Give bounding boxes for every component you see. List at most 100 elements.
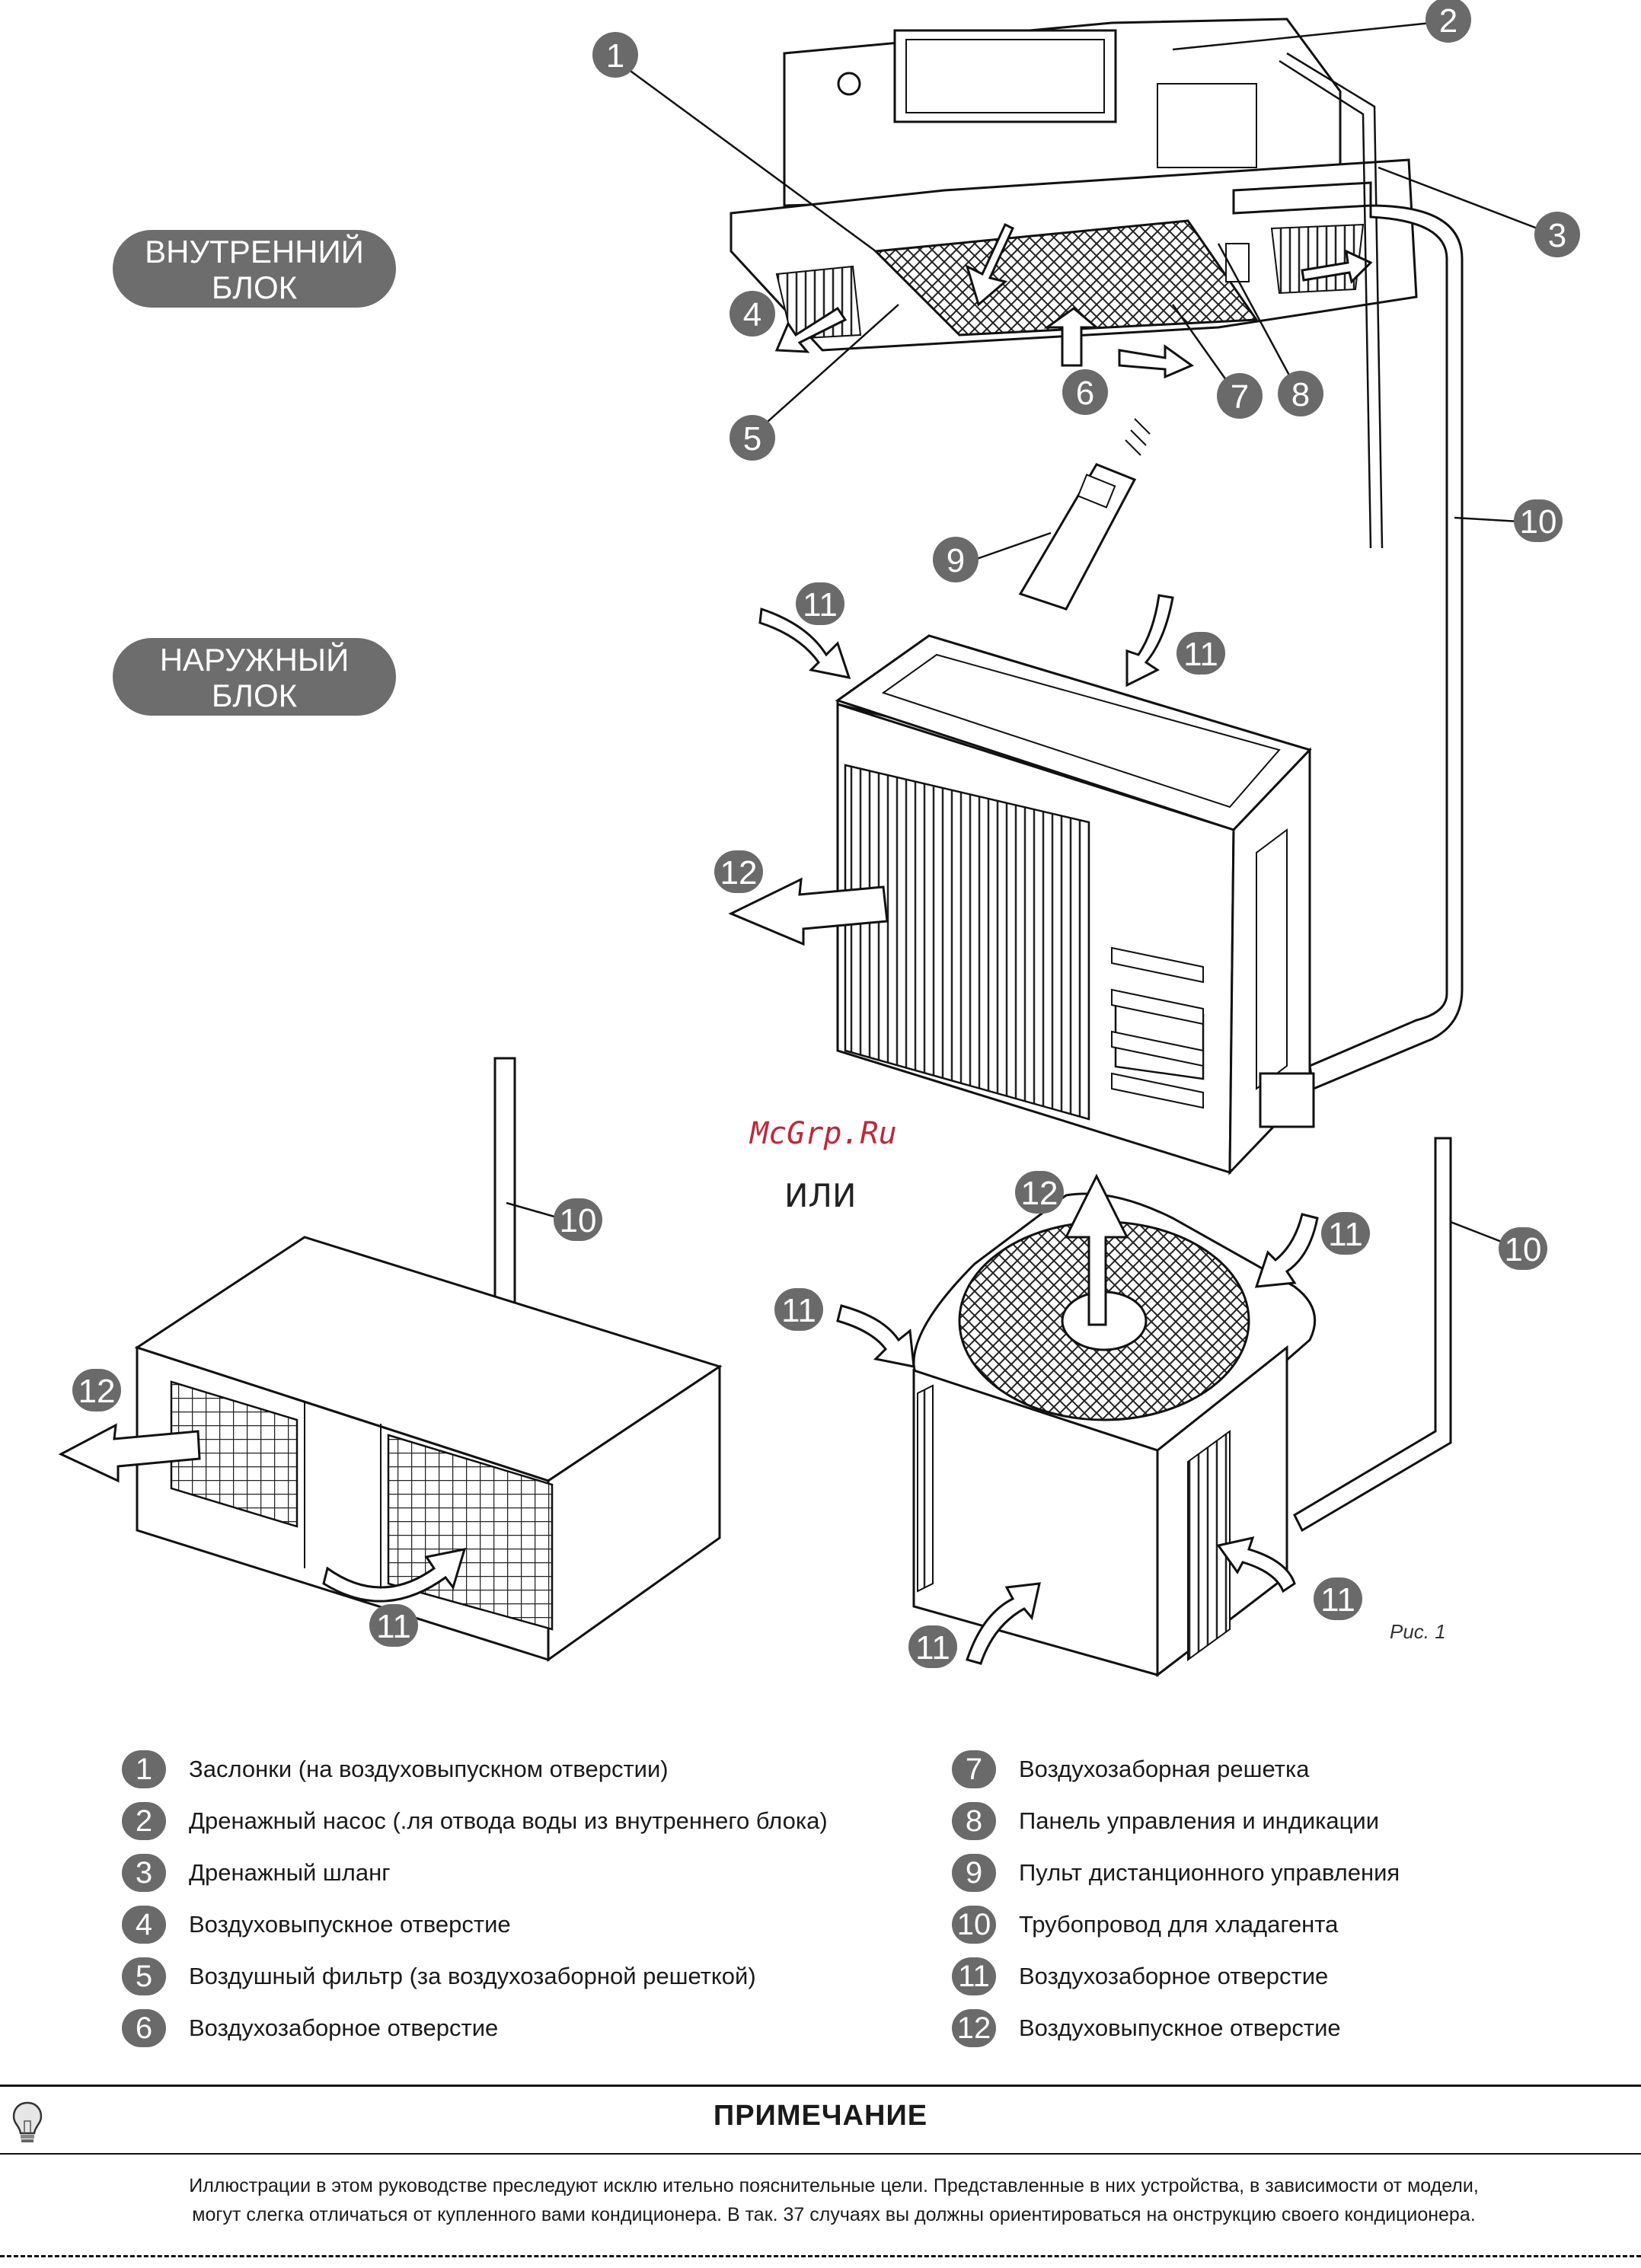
badge-10c: 10: [1499, 1227, 1547, 1270]
badge-3: 3: [1534, 212, 1580, 257]
legend-text: Пульт дистанционного управления: [1019, 1859, 1400, 1886]
legend-text: Заслонки (на воздуховыпускном отверстии): [189, 1756, 669, 1782]
svg-text:12: 12: [720, 854, 758, 892]
figure-label: Рис. 1: [1390, 1620, 1446, 1643]
svg-text:11: 11: [376, 1608, 411, 1645]
badge-6: 6: [1062, 369, 1108, 415]
note-divider: [0, 2153, 1641, 2155]
svg-text:8: 8: [1291, 376, 1310, 413]
badge-11f: 11: [908, 1625, 957, 1668]
badge-12a: 12: [714, 850, 763, 893]
badge-1: 1: [592, 32, 638, 78]
svg-text:БЛОК: БЛОК: [212, 270, 298, 305]
legend-number: 10: [952, 1906, 996, 1944]
svg-text:3: 3: [1548, 217, 1566, 254]
badge-8: 8: [1278, 371, 1323, 416]
svg-text:11: 11: [1328, 1216, 1363, 1253]
badge-11g: 11: [369, 1604, 418, 1647]
badge-11a: 11: [796, 582, 844, 625]
legend-item: 2 Дренажный насос (.ля отвода воды из вну…: [122, 1795, 853, 1847]
legend-item: 11 Воздухозаборное отверстие: [952, 1951, 1641, 2002]
or-text: ИЛИ: [784, 1177, 856, 1214]
legend-number: 11: [952, 1957, 996, 1995]
outdoor-unit-horizontal-arrows: [58, 1423, 467, 1603]
badge-11d: 11: [774, 1288, 823, 1331]
note-title: ПРИМЕЧАНИЕ: [713, 2100, 928, 2132]
badge-4: 4: [730, 291, 775, 337]
legend-number: 7: [952, 1750, 996, 1788]
legend-number: 6: [122, 2009, 166, 2047]
note-line-2: могут слегка отличаться от купленного ва…: [192, 2204, 1476, 2225]
legend-number: 3: [122, 1854, 166, 1892]
legend-text: Воздуховыпускное отверстие: [189, 1911, 511, 1938]
outdoor-unit-main-arrows: [728, 594, 1174, 946]
badge-12b: 12: [1015, 1171, 1064, 1214]
note-top-rule: [0, 2085, 1641, 2087]
legend-number: 5: [122, 1957, 166, 1995]
badge-7: 7: [1217, 373, 1263, 419]
svg-text:7: 7: [1231, 378, 1249, 416]
note-section: ПРИМЕЧАНИЕ Иллюстрации в этом руководств…: [0, 2085, 1641, 2268]
legend-text: Воздухозаборное отверстие: [1019, 1963, 1329, 1989]
outdoor-unit-main: [835, 634, 1315, 1175]
svg-text:9: 9: [947, 542, 965, 579]
svg-text:5: 5: [743, 420, 761, 458]
badge-11b: 11: [1176, 632, 1225, 675]
svg-text:6: 6: [1076, 375, 1094, 412]
legend-item: 4 Воздуховыпускное отверстие: [122, 1899, 853, 1951]
badge-10b: 10: [554, 1198, 602, 1241]
legend-item: 9 Пульт дистанционного управления: [952, 1847, 1641, 1899]
note-bottom-dashed-rule: [0, 2255, 1641, 2257]
svg-text:ВНУТРЕННИЙ: ВНУТРЕННИЙ: [145, 233, 364, 270]
badge-9: 9: [933, 537, 979, 582]
legend-number: 12: [952, 2009, 996, 2047]
svg-text:НАРУЖНЫЙ: НАРУЖНЫЙ: [160, 641, 350, 678]
legend-item: 6 Воздухозаборное отверстие: [122, 2002, 853, 2054]
indoor-unit-label: ВНУТРЕННИЙ БЛОК: [113, 230, 396, 308]
badge-5: 5: [730, 415, 775, 461]
svg-text:12: 12: [1021, 1175, 1058, 1212]
svg-text:11: 11: [1320, 1581, 1355, 1619]
svg-text:10: 10: [560, 1202, 597, 1239]
svg-text:11: 11: [781, 1292, 816, 1329]
remote-control: [1018, 418, 1151, 611]
leader-lines: [506, 21, 1558, 1250]
badge-11c: 11: [1321, 1212, 1370, 1255]
lightbulb-icon: [12, 2101, 43, 2142]
svg-text:10: 10: [1520, 503, 1557, 541]
legend-number: 9: [952, 1854, 996, 1892]
outdoor-unit-vertical-arrows: [836, 1173, 1319, 1665]
legend-text: Воздуховыпускное отверстие: [1019, 2014, 1341, 2041]
svg-text:12: 12: [78, 1373, 116, 1410]
svg-text:11: 11: [803, 586, 838, 624]
legend-item: 7 Воздухозаборная решетка: [952, 1743, 1641, 1795]
outdoor-unit-label: НАРУЖНЫЙ БЛОК: [113, 638, 396, 716]
svg-text:2: 2: [1439, 2, 1457, 40]
note-line-1: Иллюстрации в этом руководстве преследую…: [189, 2175, 1479, 2196]
watermark-text: McGrp.Ru: [749, 1116, 897, 1151]
svg-text:11: 11: [1183, 636, 1218, 673]
legend-text: Трубопровод для хладагента: [1019, 1911, 1339, 1938]
legend-text: Дренажный насос (.ля отвода воды из внут…: [189, 1807, 828, 1834]
outdoor-unit-vertical: [912, 1192, 1317, 1678]
legend-number: 4: [122, 1906, 166, 1944]
marker-badges: 1 2 3 4 5 6 7 8 9 10 10 10 11 11 11 11 1…: [72, 0, 1580, 1668]
legend-text: Воздухозаборное отверстие: [189, 2014, 499, 2041]
note-body: Иллюстрации в этом руководстве преследую…: [91, 2171, 1576, 2229]
badge-10a: 10: [1514, 499, 1563, 542]
legend-number: 8: [952, 1802, 996, 1840]
legend-number: 2: [122, 1802, 166, 1840]
svg-text:10: 10: [1505, 1231, 1542, 1268]
refrigerant-pipe-upper: [1308, 204, 1464, 1091]
legend-item: 12 Воздуховыпускное отверстие: [952, 2002, 1641, 2054]
ac-system-diagram: ВНУТРЕННИЙ БЛОК НАРУЖНЫЙ БЛОК: [58, 0, 1580, 1678]
legend-text: Воздухозаборная решетка: [1019, 1756, 1310, 1782]
badge-2: 2: [1425, 0, 1471, 43]
badge-12c: 12: [72, 1369, 121, 1412]
indoor-air-arrows: [774, 222, 1373, 379]
drain-hose: [1279, 52, 1384, 549]
